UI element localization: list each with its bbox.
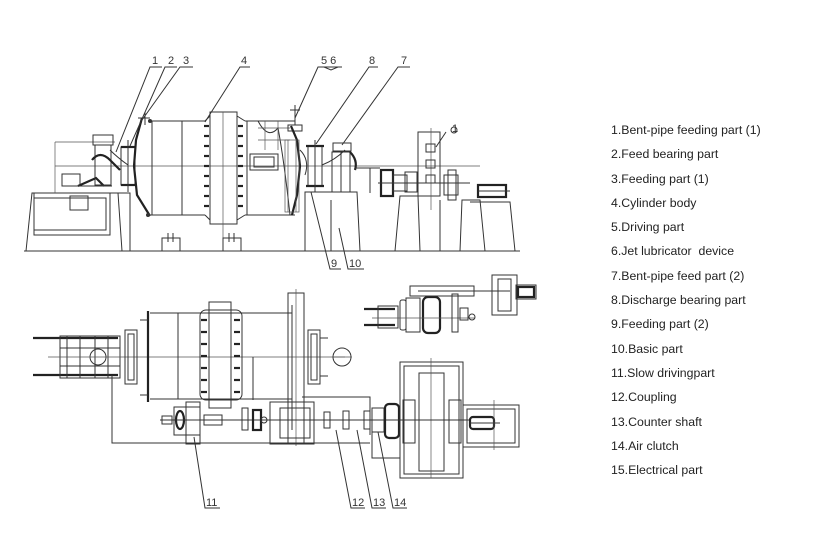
parts-legend: 1.Bent-pipe feeding part (1) 2.Feed bear… [611, 118, 761, 482]
bent-pipe-feeding-part-1 [91, 134, 129, 186]
feed-trolley [33, 335, 345, 379]
girth-gear-plan-teeth [201, 318, 240, 394]
discharge-end [284, 105, 303, 216]
elevation-view: 1 [24, 105, 520, 252]
callout-13: 13 [373, 497, 385, 509]
legend-item: 6.Jet lubricator device [611, 244, 735, 259]
callout-2: 2 [168, 55, 174, 67]
discharge-bearing-part [299, 140, 324, 192]
basic-part-foundation [304, 191, 361, 252]
legend-item: 9.Feeding part (2) [611, 317, 709, 332]
legend-item: 2.Feed bearing part [611, 147, 719, 162]
support-piers [161, 233, 242, 251]
callout-3: 3 [183, 55, 189, 67]
plan-view [33, 274, 537, 479]
legend-item: 14.Air clutch [611, 438, 679, 453]
legend-item: 1.Bent-pipe feeding part (1) [611, 123, 761, 137]
callout-8: 8 [369, 55, 375, 67]
legend-item: 5.Driving part [611, 220, 685, 235]
legend-item: 7.Bent-pipe feed part (2) [611, 268, 745, 283]
bent-pipe-feed-part-2 [321, 142, 357, 193]
callout-4: 4 [241, 55, 247, 67]
callout-11: 11 [206, 497, 217, 509]
electrical-part [462, 400, 520, 450]
callout-5-6: 5 6 [321, 55, 336, 67]
inset-plan-view [364, 274, 537, 335]
legend-item: 13.Counter shaft [611, 414, 702, 429]
legend-item: 12.Coupling [611, 390, 677, 405]
legend-item: 10.Basic part [611, 341, 683, 356]
girth-gear-teeth [204, 124, 243, 208]
detail-marker: 1 [452, 123, 458, 135]
legend-item: 15.Electrical part [611, 463, 703, 478]
feeder-base [25, 141, 131, 252]
counter-shaft-assembly [323, 402, 401, 459]
callout-leaders: 1 2 3 4 5 6 8 7 9 10 11 12 13 14 [115, 55, 410, 509]
legend-item: 8.Discharge bearing part [611, 293, 746, 308]
callout-14: 14 [394, 497, 406, 509]
cylinder-body [150, 111, 295, 251]
main-motor [395, 358, 470, 479]
legend-item: 11.Slow drivingpart [611, 365, 715, 380]
callout-7: 7 [401, 55, 407, 67]
feeding-part-1 [132, 112, 152, 217]
legend-item: 4.Cylinder body [611, 195, 697, 210]
feed-bearing-part [112, 140, 136, 252]
slow-driving-part [160, 401, 400, 445]
callout-12: 12 [352, 497, 364, 509]
legend-item: 3.Feeding part (1) [611, 171, 709, 186]
cylinder-plan [150, 301, 292, 409]
drive-train-elevation: 1 [355, 123, 516, 252]
callout-1: 1 [152, 55, 158, 67]
callout-10: 10 [349, 258, 361, 270]
callout-9: 9 [331, 258, 337, 270]
